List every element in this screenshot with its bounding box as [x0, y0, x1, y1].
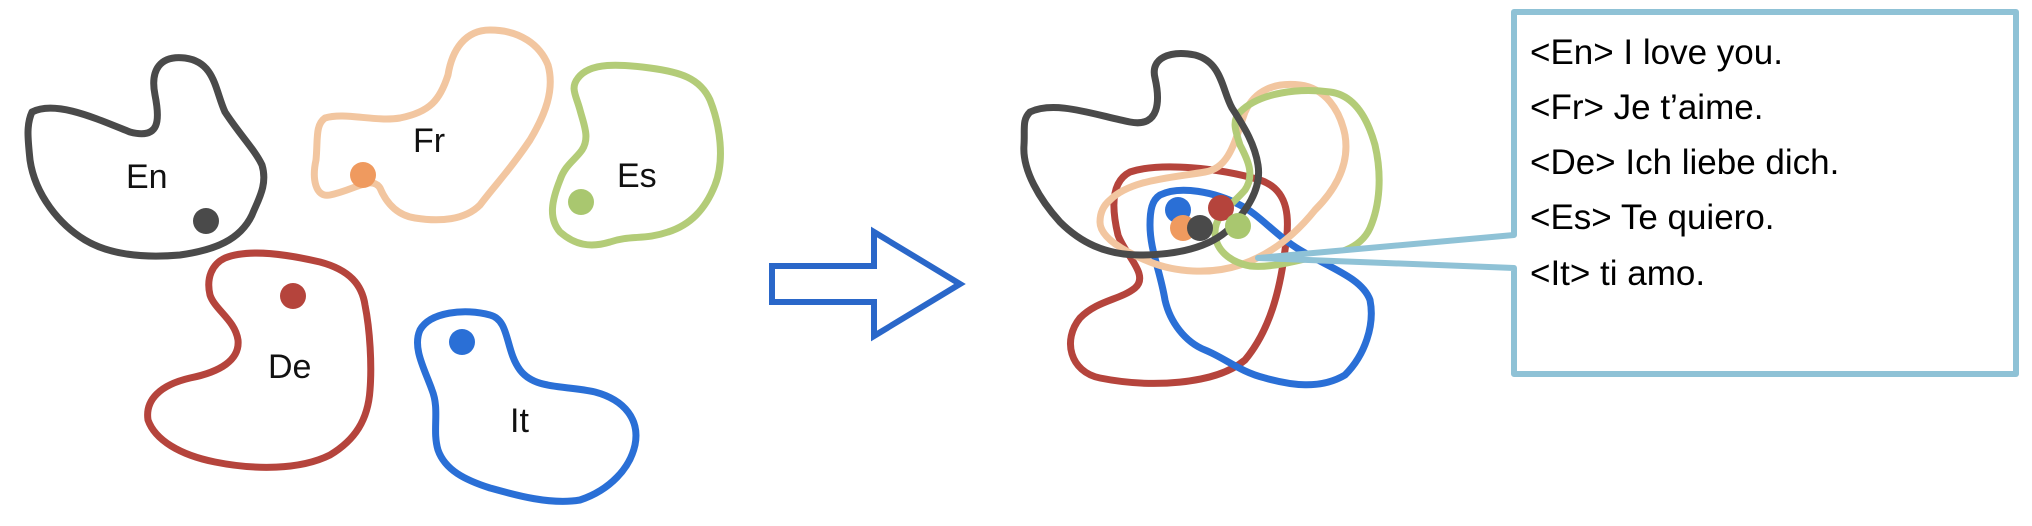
- shared-en-point: [1187, 215, 1213, 241]
- cluster-es: Es: [549, 61, 724, 249]
- callout-line-de: <De> Ich liebe dich.: [1530, 143, 1839, 182]
- translation-callout: <En> I love you. <Fr> Je t’aime. <De> Ic…: [1255, 9, 2019, 377]
- callout-line-fr: <Fr> Je t’aime.: [1530, 88, 1763, 127]
- cluster-en-point: [193, 208, 219, 234]
- cluster-de-outline: [144, 249, 375, 471]
- cluster-de: De: [144, 249, 375, 471]
- shared-fr-outline: [1096, 80, 1350, 275]
- cluster-en-label: En: [126, 158, 168, 196]
- cluster-it-point: [449, 329, 475, 355]
- cluster-es-point: [568, 189, 594, 215]
- cluster-fr-point: [350, 162, 376, 188]
- callout-lines: <En> I love you. <Fr> Je t’aime. <De> Ic…: [1530, 33, 1839, 293]
- callout-line-en: <En> I love you.: [1530, 33, 1783, 72]
- cluster-de-label: De: [268, 348, 311, 386]
- shared-en-outline: [1020, 50, 1263, 259]
- shared-es-point: [1225, 213, 1251, 239]
- cluster-es-outline: [549, 61, 724, 249]
- cluster-fr-label: Fr: [413, 122, 445, 160]
- shared-de-outline: [1067, 163, 1291, 387]
- cluster-es-label: Es: [617, 157, 657, 195]
- cluster-en-outline: [24, 54, 268, 260]
- separate-language-clusters: En Fr Es De It: [24, 26, 724, 505]
- callout-line-it: <It> ti amo.: [1530, 254, 1705, 293]
- callout-line-es: <Es> Te quiero.: [1530, 198, 1775, 237]
- transform-arrow: [769, 226, 966, 342]
- cluster-de-point: [280, 283, 306, 309]
- cluster-it: It: [413, 308, 640, 505]
- cluster-it-outline: [413, 308, 640, 505]
- cluster-it-label: It: [510, 402, 529, 440]
- shared-language-space: [1020, 50, 1383, 389]
- cluster-fr: Fr: [310, 26, 554, 224]
- shared-de-point: [1208, 195, 1234, 221]
- cluster-en: En: [24, 54, 268, 260]
- callout-box: [1255, 9, 2019, 377]
- cluster-fr-outline: [310, 26, 554, 224]
- shared-it-outline: [1146, 186, 1375, 389]
